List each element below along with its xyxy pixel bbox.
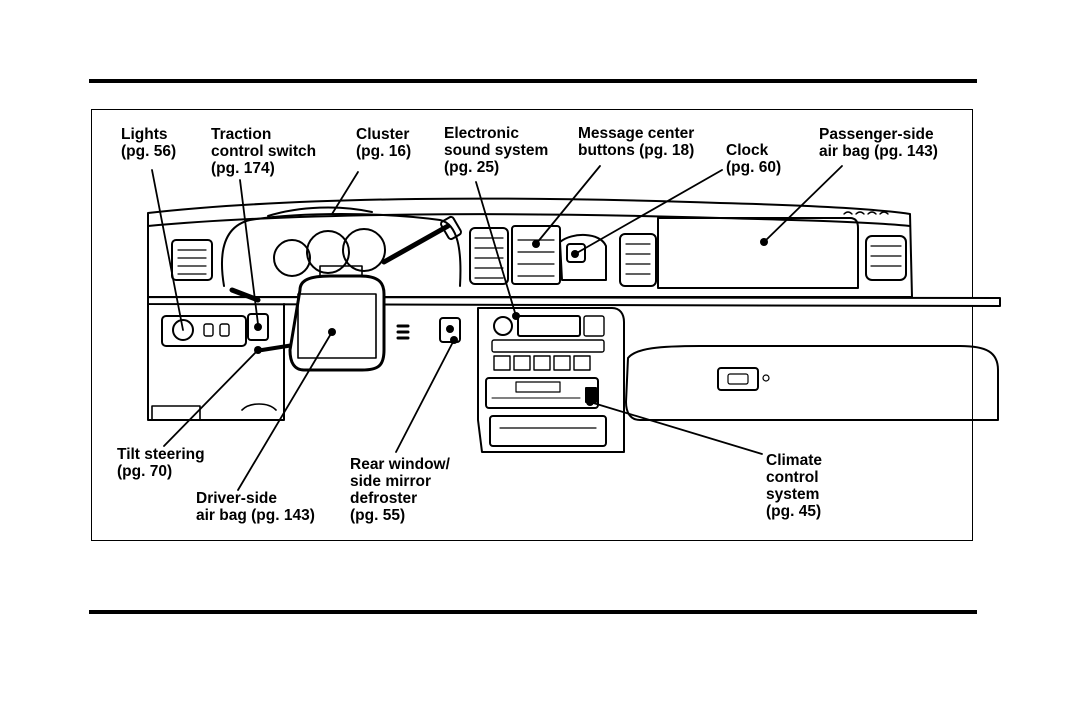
label-cluster: Cluster (pg. 16) — [356, 126, 412, 160]
climate-panel — [485, 377, 599, 409]
leader-lights — [151, 169, 184, 331]
label-traction-control: Traction control switch (pg. 174) — [211, 126, 317, 177]
gauge-3 — [342, 228, 386, 272]
leader-driver — [237, 331, 333, 491]
wiper-stalk — [381, 223, 451, 265]
top-rule — [89, 79, 977, 83]
leader-cluster — [331, 171, 359, 215]
label-sound-system: Electronic sound system (pg. 25) — [444, 125, 549, 176]
label-lights: Lights (pg. 56) — [121, 126, 177, 160]
glove-box — [625, 345, 999, 421]
bottom-rule — [89, 610, 977, 614]
leader-tilt — [163, 349, 259, 447]
label-climate-control: Climate control system (pg. 45) — [766, 452, 822, 520]
label-tilt-steering: Tilt steering (pg. 70) — [117, 446, 205, 480]
cluster-hood — [221, 213, 462, 287]
gauge-1 — [273, 239, 311, 277]
center-stack — [477, 307, 625, 453]
leader-climate — [589, 401, 763, 455]
label-clock: Clock (pg. 60) — [726, 142, 782, 176]
clock-face — [566, 243, 586, 263]
cluster-line — [267, 206, 373, 217]
leader-sound — [475, 181, 517, 317]
leader-passenger — [763, 165, 843, 243]
radio-display — [517, 315, 581, 337]
label-passenger-airbag: Passenger-side air bag (pg. 143) — [819, 126, 938, 160]
clock-housing — [559, 234, 607, 281]
left-vent — [171, 239, 213, 281]
radio-preset-buttons — [493, 355, 591, 371]
leader-rear — [395, 339, 455, 453]
traction-switch — [247, 313, 269, 341]
dash-trim-band — [147, 296, 1001, 307]
dash-top-outline — [147, 197, 913, 298]
defroster-switch — [439, 317, 461, 343]
center-right-vent — [619, 233, 657, 287]
storage-bin — [489, 415, 607, 447]
radio-knob — [493, 316, 513, 336]
knee-bolster — [151, 405, 201, 421]
steering-wheel — [288, 274, 386, 372]
label-message-center: Message center buttons (pg. 18) — [578, 125, 695, 159]
leader-traction — [239, 179, 259, 325]
leader-message — [535, 165, 601, 245]
right-vent — [865, 235, 907, 281]
lights-knob — [172, 319, 194, 341]
passenger-airbag-door — [657, 217, 859, 289]
lower-left-panel — [147, 303, 285, 421]
diagram-frame — [91, 109, 973, 541]
label-rear-defroster: Rear window/ side mirror defroster (pg. … — [350, 456, 450, 524]
leader-clock — [574, 169, 723, 255]
glove-box-latch — [717, 367, 759, 391]
lights-switch-panel — [161, 315, 247, 347]
label-driver-airbag: Driver-side air bag (pg. 143) — [196, 490, 315, 524]
gauge-2 — [306, 230, 350, 274]
turn-stalk — [229, 287, 261, 303]
